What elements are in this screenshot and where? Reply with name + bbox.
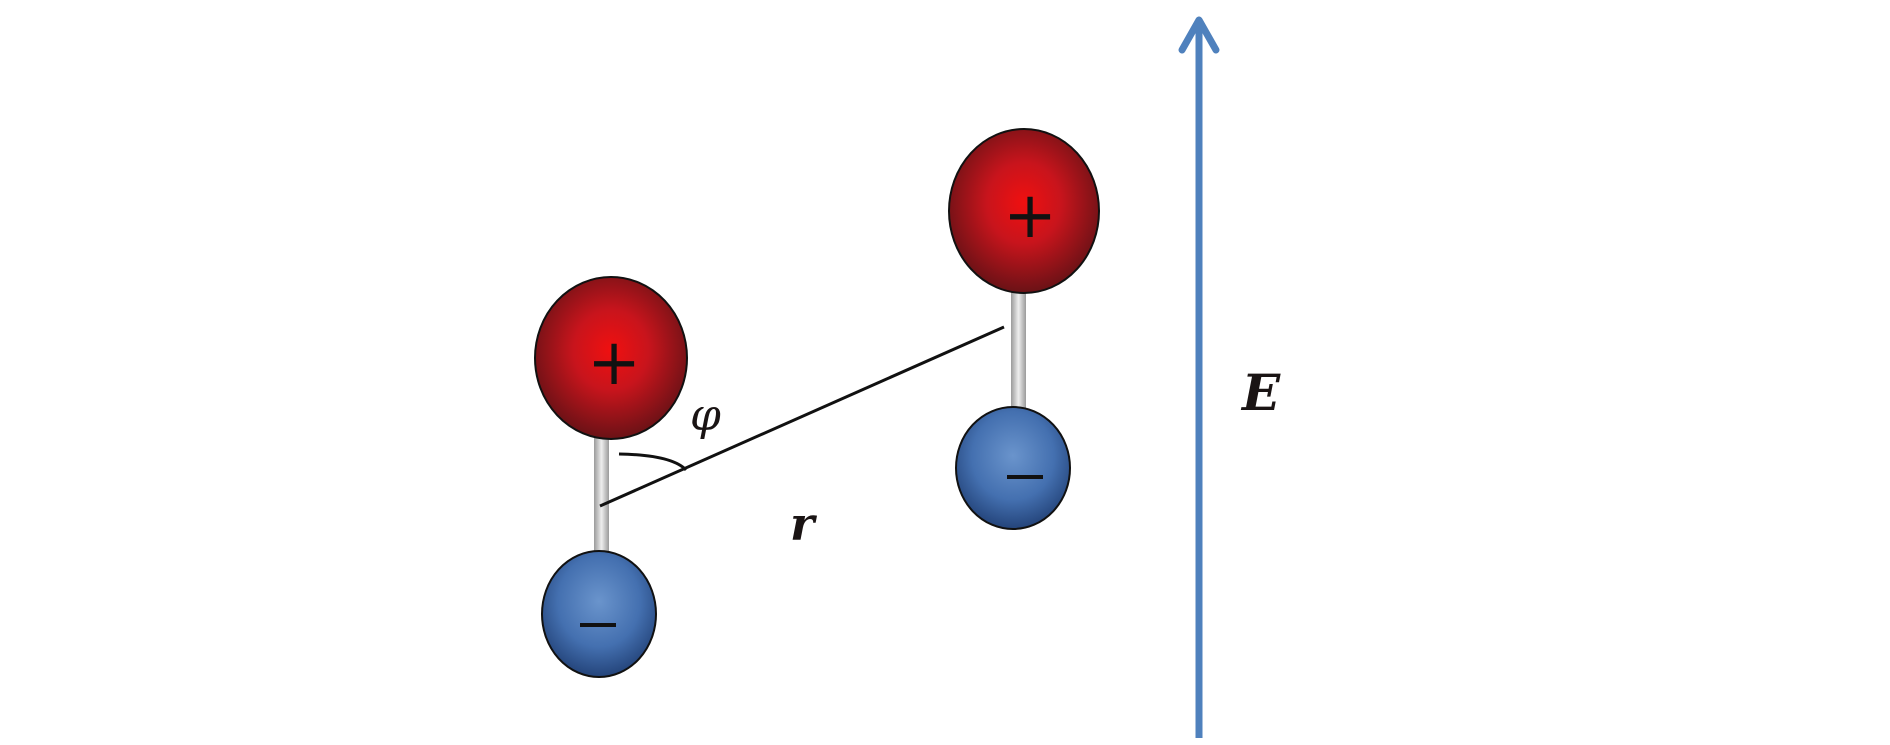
left-minus-sign bbox=[580, 623, 616, 627]
field-label: E bbox=[1240, 363, 1281, 422]
left-dipole-rod bbox=[594, 430, 609, 558]
left-plus-sign: + bbox=[587, 326, 641, 400]
left-positive-charge bbox=[534, 276, 688, 440]
angle-arc bbox=[618, 452, 688, 472]
electric-field-arrow bbox=[1178, 16, 1220, 738]
left-dipole: + bbox=[534, 276, 688, 678]
right-positive-charge bbox=[948, 128, 1100, 294]
right-dipole: + bbox=[948, 128, 1100, 530]
right-negative-charge bbox=[955, 406, 1071, 530]
right-minus-sign bbox=[1007, 475, 1043, 479]
distance-label: r bbox=[790, 497, 818, 551]
right-plus-sign: + bbox=[1003, 179, 1057, 253]
left-negative-charge bbox=[541, 550, 657, 678]
angle-label: φ bbox=[690, 390, 721, 441]
right-dipole-rod bbox=[1011, 285, 1026, 415]
distance-line bbox=[599, 325, 1005, 508]
